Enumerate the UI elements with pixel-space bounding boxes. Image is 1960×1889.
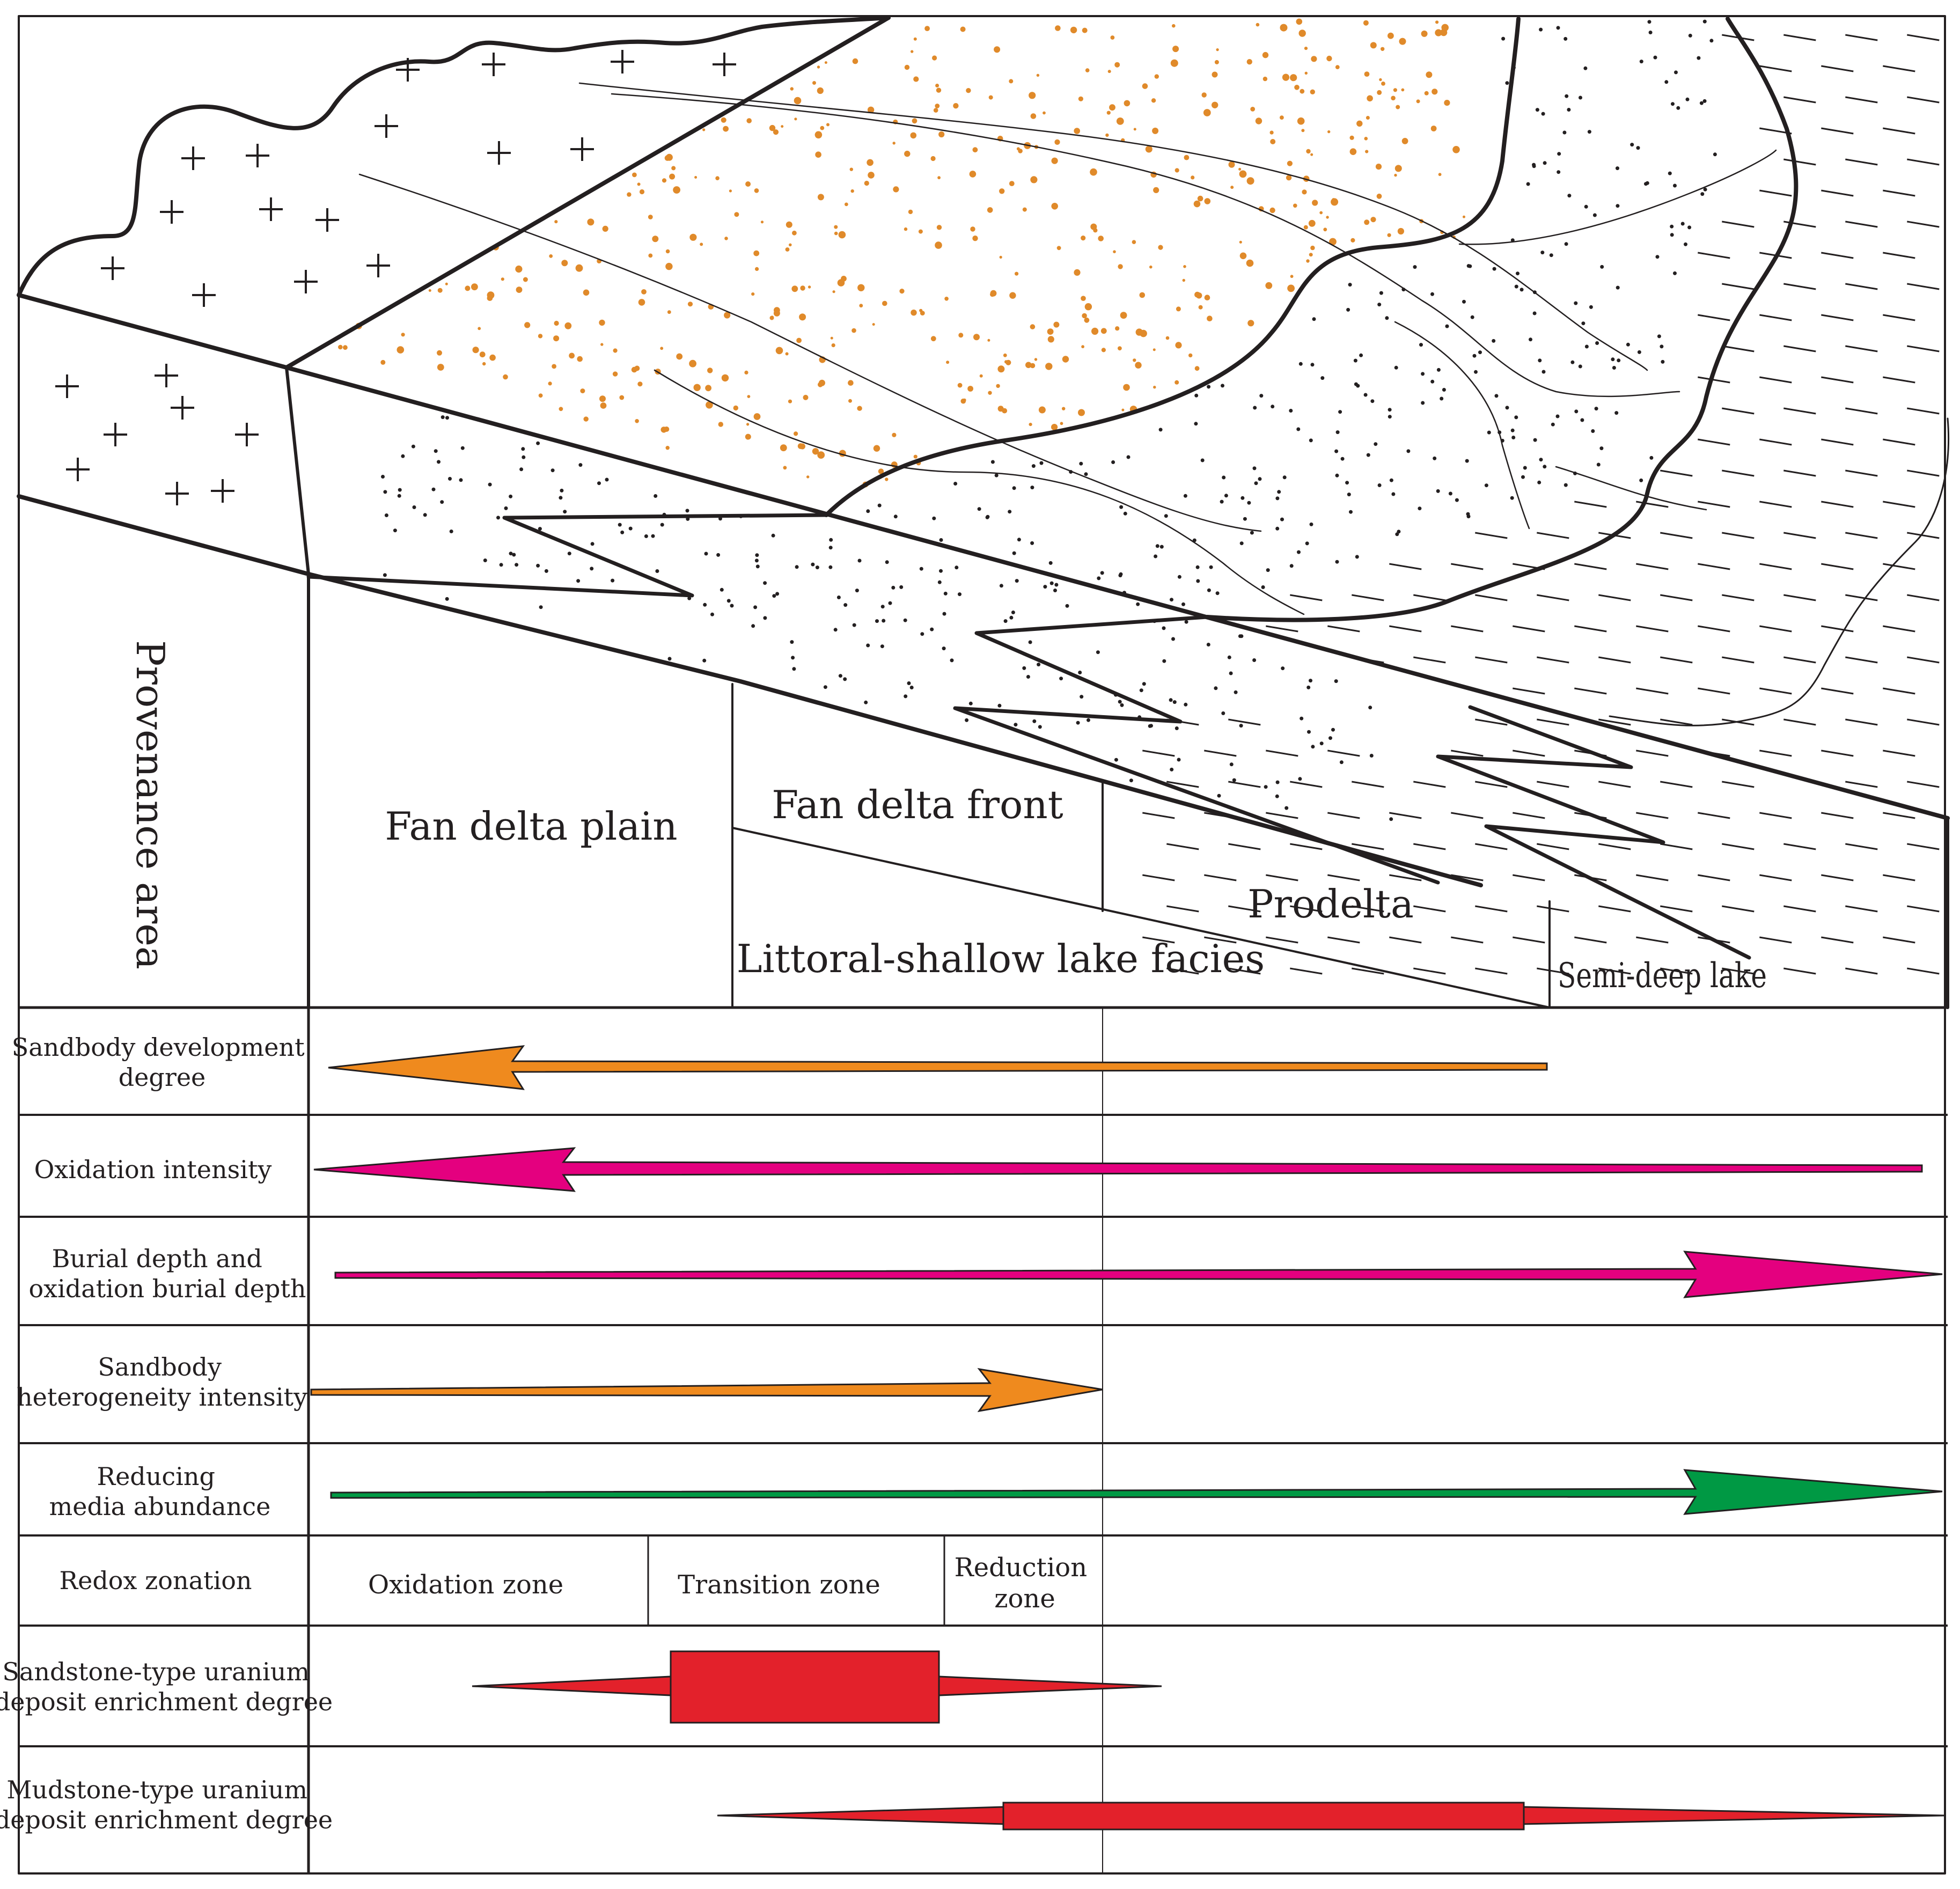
mudstone-uranium-right-taper xyxy=(1523,1806,1946,1825)
sandstone-uranium-right-taper xyxy=(938,1675,1162,1696)
sandstone-uranium-max-zone xyxy=(670,1650,940,1724)
zone-reduction: Reduction zone xyxy=(955,1553,1096,1614)
oxidation-intensity-arrow xyxy=(313,1147,1923,1192)
zigzag-1 xyxy=(306,513,828,598)
mudstone-uranium-left-taper xyxy=(717,1806,1004,1825)
zone-transition: Transition zone xyxy=(678,1570,880,1600)
fan-plain-sand-dots xyxy=(338,18,1465,488)
reducing-media-arrow xyxy=(330,1469,1943,1515)
fan-plain-front-boundary xyxy=(824,17,1521,517)
vertical-contact xyxy=(285,366,310,1009)
zone-labels: Oxidation zone Transition zone Reduction… xyxy=(368,1553,1096,1614)
prodelta-dashes xyxy=(1142,34,1940,975)
block-diagram xyxy=(17,15,1950,1875)
facies-labels: Provenance area Fan delta plain Fan delt… xyxy=(128,640,1767,996)
row-mudstone-uranium: Mudstone-type uranium deposit enrichment… xyxy=(0,1775,333,1834)
mudstone-uranium-max-zone xyxy=(1002,1802,1525,1831)
row-burial-depth: Burial depth and oxidation burial depth xyxy=(28,1244,306,1303)
fan-front-dots xyxy=(381,19,1717,821)
channel-lines xyxy=(358,82,1777,615)
littoral-top xyxy=(731,827,1551,1009)
front-prodelta-boundary xyxy=(1205,17,1798,622)
row-redox-zonation: Redox zonation xyxy=(59,1566,252,1595)
row-heterogeneity: Sandbody heterogeneity intensity xyxy=(17,1353,307,1412)
label-littoral: Littoral-shallow lake facies xyxy=(737,936,1265,981)
label-fan-delta-front: Fan delta front xyxy=(772,782,1063,827)
zigzag-2 xyxy=(953,615,1440,885)
row-oxidation-intensity: Oxidation intensity xyxy=(34,1155,272,1184)
row-sandstone-uranium: Sandstone-type uranium deposit enrichmen… xyxy=(0,1657,333,1716)
label-fan-delta-plain: Fan delta plain xyxy=(385,804,677,849)
heterogeneity-arrow xyxy=(310,1368,1103,1413)
granite-fan-contact xyxy=(284,16,891,370)
table-grid xyxy=(19,1006,1948,1873)
granite-upper-face xyxy=(17,494,311,576)
row-sandbody-development: Sandbody development degree xyxy=(12,1033,313,1092)
trend-arrows xyxy=(310,1045,1946,1831)
zone-oxidation: Oxidation zone xyxy=(368,1570,563,1600)
burial-depth-arrow xyxy=(334,1251,1943,1298)
sandbody-development-arrow xyxy=(328,1045,1548,1090)
granite-top-boundary xyxy=(17,16,891,297)
label-provenance: Provenance area xyxy=(128,640,173,969)
frame xyxy=(18,15,1946,1875)
row-labels: Sandbody development degree Oxidation in… xyxy=(0,1033,333,1834)
sandstone-uranium-left-taper xyxy=(472,1675,672,1696)
label-prodelta: Prodelta xyxy=(1247,881,1414,927)
lithology-patterns xyxy=(55,18,1940,975)
row-reducing-media: Reducing media abundance xyxy=(49,1462,271,1521)
label-semi-deep: Semi-deep lake xyxy=(1558,956,1767,996)
zigzag-3 xyxy=(1436,705,1751,960)
fan-basal-edge xyxy=(306,572,1483,887)
granite-crosses xyxy=(55,50,736,505)
prodelta-lake-boundary xyxy=(1609,417,1950,726)
